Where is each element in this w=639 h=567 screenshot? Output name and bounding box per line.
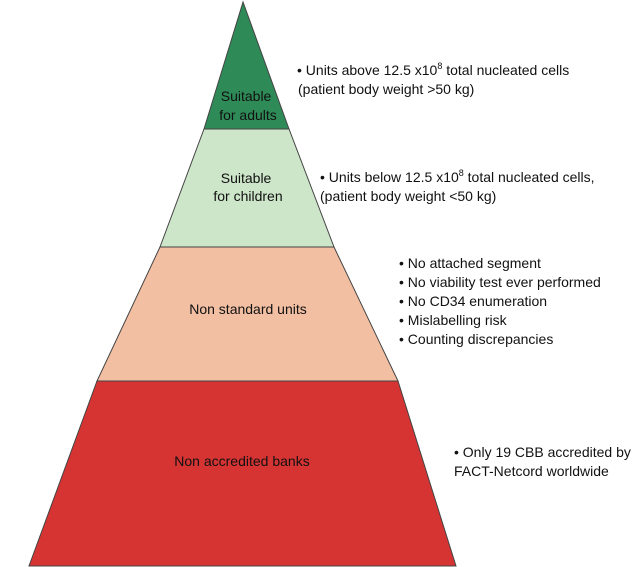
list-item: • Counting discrepancies bbox=[399, 330, 601, 349]
tier-label-children: Suitable for children bbox=[213, 170, 282, 204]
note-adults-line2: (patient body weight >50 kg) bbox=[298, 81, 475, 97]
list-item: • No CD34 enumeration bbox=[399, 292, 601, 311]
list-item-text: Counting discrepancies bbox=[407, 331, 554, 347]
list-item: • No attached segment bbox=[399, 254, 601, 273]
note-nonstandard-list: • No attached segment • No viability tes… bbox=[399, 254, 601, 349]
bullet: • bbox=[399, 312, 404, 328]
note-nonaccredited-text: Only 19 CBB accredited by bbox=[462, 444, 631, 460]
note-nonaccredited-line2: FACT-Netcord worldwide bbox=[454, 463, 609, 479]
note-children-line2: (patient body weight <50 kg) bbox=[320, 188, 497, 204]
bullet: • bbox=[297, 62, 302, 78]
note-adults-line1: • Units above 12.5 x108 total nucleated … bbox=[297, 61, 569, 80]
note-children-text: Units below 12.5 x10 bbox=[328, 169, 459, 185]
note-adults: • Units above 12.5 x108 total nucleated … bbox=[297, 61, 569, 99]
note-adults-text: Units above 12.5 x10 bbox=[305, 62, 438, 78]
note-nonaccredited-line1: • Only 19 CBB accredited by bbox=[454, 443, 631, 462]
pyramid bbox=[28, 0, 457, 567]
list-item-text: No attached segment bbox=[407, 255, 541, 271]
superscript-exponent: 8 bbox=[437, 61, 443, 71]
superscript-exponent: 8 bbox=[458, 168, 464, 178]
note-children: • Units below 12.5 x108 total nucleated … bbox=[320, 168, 595, 206]
note-nonaccredited: • Only 19 CBB accredited by FACT-Netcord… bbox=[454, 443, 631, 481]
tier-label-adults: Suitable for adults bbox=[219, 88, 277, 123]
list-item-text: Mislabelling risk bbox=[407, 312, 507, 328]
bullet: • bbox=[399, 331, 404, 347]
list-item-text: No CD34 enumeration bbox=[407, 293, 548, 309]
note-children-text-tail: total nucleated cells, bbox=[463, 169, 595, 185]
bullet: • bbox=[399, 274, 404, 290]
list-item: • Mislabelling risk bbox=[399, 311, 601, 330]
bullet: • bbox=[399, 293, 404, 309]
tier-label-nonaccredited: Non accredited banks bbox=[174, 453, 309, 469]
note-children-line1: • Units below 12.5 x108 total nucleated … bbox=[320, 168, 595, 187]
list-item-text: No viability test ever performed bbox=[407, 274, 601, 290]
bullet: • bbox=[399, 255, 404, 271]
bullet: • bbox=[320, 169, 325, 185]
list-item: • No viability test ever performed bbox=[399, 273, 601, 292]
tier-label-nonstandard: Non standard units bbox=[189, 301, 307, 317]
tier-nonaccredited bbox=[28, 380, 457, 567]
bullet: • bbox=[454, 444, 459, 460]
note-adults-text-tail: total nucleated cells bbox=[442, 62, 570, 78]
